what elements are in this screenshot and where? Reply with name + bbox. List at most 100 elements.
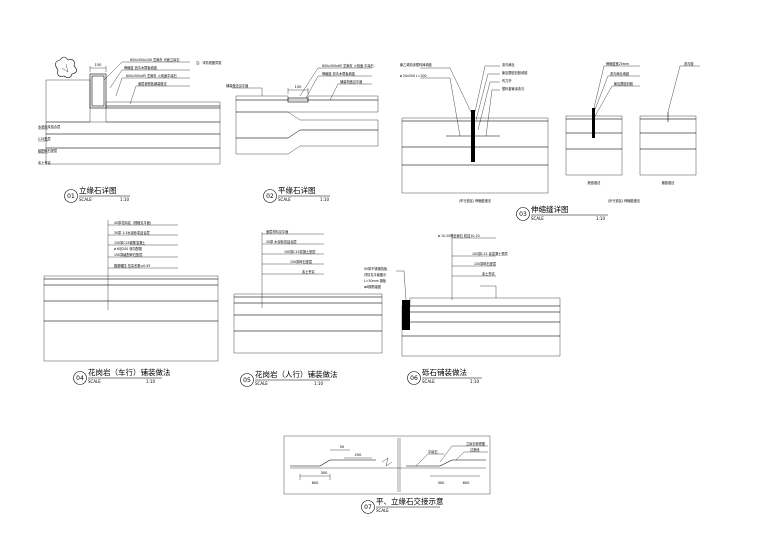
note-flatcurb: 600x300x65 芝麻灰 火烧面平缘石 (126, 73, 177, 78)
detail-scale: 1:10 (596, 216, 605, 221)
note-asphalt-fill: 沥青麻丝填缝 (610, 71, 630, 76)
note-joint: 伸缩缝 沥青木屑板填缝 (124, 65, 158, 70)
dim-150: 150 (95, 63, 103, 67)
note-paving: 面层参照各铺装做法 (138, 81, 167, 86)
note-pu: 聚氨酯密封胶 (614, 81, 634, 86)
note-flat-curb: 平缘石 (428, 449, 438, 454)
detail-title: 花岗岩（车行）铺装做法 (88, 367, 171, 377)
detail-title: 伸缩缝详图 (531, 204, 569, 214)
note-left-2: L=50mm 钢板 (364, 278, 387, 283)
note-gravel: 150厚碎石垫层 (290, 259, 312, 264)
note-footnote: 注：详情视图同类 (196, 60, 222, 65)
note-mortar: 30厚 1:3水泥砂浆结合层 (114, 230, 150, 235)
note-joint-width: 伸缩缝宽20mm (606, 61, 629, 66)
detail-scale: 1:10 (120, 197, 129, 202)
detail-03: 聚乙烯泡沫塑料棒填缝 ø 20x500 L=300 沥青麻丝 聚氨酯密封胶填缝 … (400, 61, 700, 221)
note-transition: 过渡段 (470, 447, 480, 452)
detail-scale-label: SCALE (531, 216, 544, 221)
note-left-3: φ8钢筋锚固 (364, 284, 381, 289)
detail-scale: 1:10 (320, 197, 329, 202)
note-subgrade: 路基碾压 压实系数≥0.93 (114, 263, 150, 268)
curb-stone (89, 73, 107, 109)
detail-number: 06 (410, 375, 418, 382)
note-bar: 传力杆 (502, 78, 512, 83)
note-joint: 伸缩缝 沥青木屑板填缝 (322, 71, 356, 76)
caption-vehicle: (车行道区) 伸缩缝做法 (459, 198, 491, 203)
curb-profile (290, 459, 486, 467)
caption-pedestrian: (步行道区) 伸缩缝做法 (608, 198, 640, 203)
detail-scale-label: SCALE (255, 381, 268, 386)
note-paving: 铺装构造见平面 (340, 79, 362, 84)
note-c15: 100厚C15 素混凝土垫层 (472, 251, 508, 256)
detail-scale-label: SCALE (278, 197, 291, 202)
note-left: 铺装做法见平面 (226, 83, 248, 88)
note-dowel: ø 20x500 L=300 (400, 74, 427, 78)
detail-scale-label: SCALE (88, 379, 101, 384)
caption-expansion: 胀缝做法 (588, 180, 601, 185)
gravel-layer (45, 133, 221, 149)
note-c15: 100厚C15混凝土垫层 (284, 249, 316, 254)
note-sleeve: 塑料套管涂沥青 (502, 86, 524, 91)
note-side-view: 立缘石侧视图 (466, 441, 485, 446)
note-mortar: 水泥砂浆结合层 (38, 124, 60, 129)
detail-number: 01 (67, 193, 75, 200)
note-granite: 40厚花岗岩（规格见平面） (114, 220, 153, 225)
dim-300-a: 300 (321, 471, 329, 475)
note-asphalt: 沥青麻丝 (502, 62, 516, 67)
dim-250: 250 (355, 453, 363, 457)
detail-number: 05 (243, 377, 251, 384)
note-gravel: 150厚碎石垫层 (474, 261, 496, 266)
note-foam: 聚乙烯泡沫塑料棒填缝 (400, 62, 433, 67)
gravel-layer (235, 111, 379, 139)
concrete-layer (45, 121, 221, 135)
note-flatcurb: 600x300x65 芝麻灰 火烧面 平缘石 (322, 63, 374, 68)
note-left-1: 详情见平面图示 (364, 272, 386, 277)
note-left-0: 50厚不锈钢挡板 (364, 266, 388, 271)
note-sealant: 聚氨酯密封胶填缝 (502, 70, 528, 75)
note-c25: 150厚C25钢筋混凝土 (114, 240, 146, 245)
note-rebar: ø 6@200 双向配筋 (114, 246, 142, 251)
dim-600: 600 (312, 481, 320, 485)
detail-scale: 1:10 (146, 379, 155, 384)
leaders (108, 224, 178, 269)
detail-title: 平缘石详图 (278, 185, 316, 195)
note-earth: 素土夯实 (482, 271, 495, 276)
detail-number: 04 (76, 375, 84, 382)
paving-layer (105, 101, 221, 107)
detail-scale-label: SCALE (422, 379, 435, 384)
detail-02: 150 600x300x65 芝麻灰 火烧面 平缘石 伸缩缝 沥青木屑板填缝 铺… (226, 63, 379, 203)
steel-edging (402, 300, 410, 330)
note-pebble: ø 10-20黑色砾石 粒径10-20 (438, 233, 480, 238)
detail-number: 07 (364, 504, 372, 511)
detail-title: 平、立缘石交接示意 (376, 496, 444, 506)
earth-layer (45, 147, 221, 165)
note-earth: 素土夯实 (302, 269, 315, 274)
detail-number: 02 (266, 193, 274, 200)
detail-title: 砾石铺装做法 (422, 367, 467, 377)
note-gravel: 级配碎石垫层 (38, 148, 57, 153)
detail-scale-label: SCALE (376, 508, 389, 513)
leaders-right (103, 61, 190, 105)
note-c15: C15垫层 (38, 136, 51, 141)
detail-04: 40厚花岗岩（规格见平面） 30厚 1:3水泥砂浆结合层 150厚C25钢筋混凝… (43, 220, 219, 385)
dim-600-b: 600 (463, 481, 471, 485)
note-curb: 600x300x100 芝麻灰 光面立缘石 (130, 57, 180, 62)
dim-300-b: 300 (438, 481, 446, 485)
detail-scale-label: SCALE (79, 197, 92, 202)
detail-06: ø 10-20黑色砾石 粒径10-20 100厚C15 素混凝土垫层 150厚碎… (364, 233, 561, 385)
note-mortar: 30厚 水泥砂浆结合层 (266, 239, 297, 244)
plant-symbol (55, 56, 77, 78)
detail-scale: 1:10 (314, 381, 323, 386)
detail-scale: 1:10 (470, 379, 479, 384)
detail-05: 面层材料见平面 30厚 水泥砂浆结合层 100厚C15混凝土垫层 150厚碎石垫… (233, 229, 383, 387)
detail-number: 03 (519, 211, 527, 218)
detail-01: 150 600x300x100 芝麻灰 光面立缘石 伸缩缝 沥青木屑板填缝 60… (38, 56, 222, 203)
detail-number-circle (64, 189, 78, 203)
detail-title: 立缘石详图 (79, 185, 117, 195)
note-surface: 面层材料见平面 (266, 229, 288, 234)
dim-150: 150 (295, 85, 303, 89)
curb-backfill-brick (45, 79, 91, 123)
note-asphalt-glue: 沥青胶 (684, 61, 694, 66)
detail-07: 600 50 250 300 300 600 立缘石侧视图 平缘石 过渡段 07… (283, 435, 491, 514)
note-earth: 素土夯实 (38, 160, 51, 165)
